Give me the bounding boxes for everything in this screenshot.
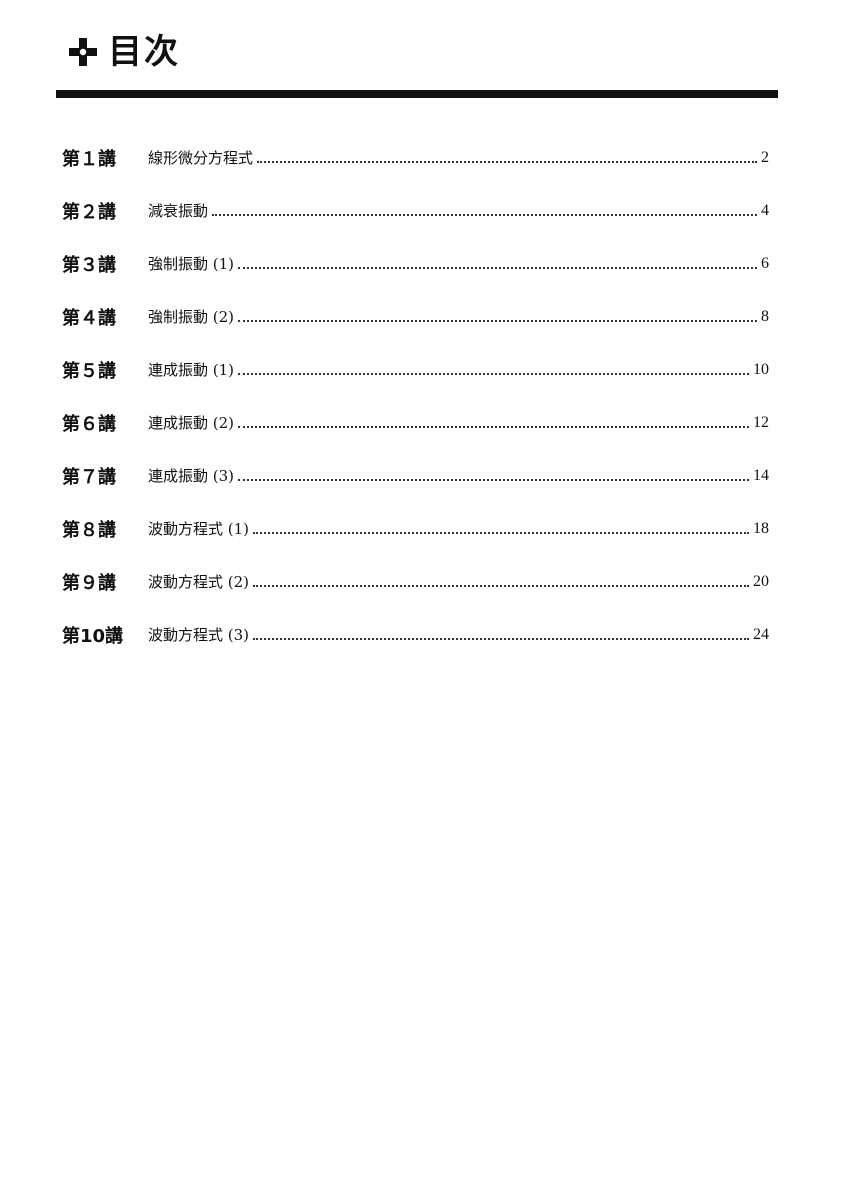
toc-entry[interactable]: 第８講 波動方程式 (1) 18	[62, 502, 769, 555]
lecture-number: 第８講	[62, 519, 116, 541]
dot-leader	[257, 160, 757, 163]
lecture-number: 第７講	[62, 466, 116, 488]
dot-leader	[212, 213, 757, 216]
page-number: 2	[761, 148, 769, 166]
chapter-title: 線形微分方程式	[148, 149, 254, 167]
chapter-title: 強制振動 (1)	[148, 255, 235, 273]
lecture-number: 第４講	[62, 307, 116, 329]
chapter-title: 波動方程式 (2)	[148, 573, 250, 591]
lecture-number: 第９講	[62, 572, 116, 594]
toc-entry[interactable]: 第２講 減衰振動 4	[62, 184, 769, 237]
chapter-title: 連成振動 (2)	[148, 414, 235, 432]
chapter-title: 減衰振動	[148, 202, 209, 220]
table-of-contents: 第１講 線形微分方程式 2 第２講 減衰振動 4 第３講 強制振動 (1) 6 …	[62, 131, 769, 661]
toc-entry[interactable]: 第５講 連成振動 (1) 10	[62, 343, 769, 396]
page-number: 24	[753, 625, 769, 643]
page-number: 14	[753, 466, 769, 484]
toc-entry[interactable]: 第９講 波動方程式 (2) 20	[62, 555, 769, 608]
dot-leader	[238, 478, 749, 481]
page-number: 12	[753, 413, 769, 431]
chapter-title: 連成振動 (3)	[148, 467, 235, 485]
dot-leader	[238, 266, 757, 269]
lecture-number: 第２講	[62, 201, 116, 223]
dot-leader	[253, 584, 749, 587]
dot-leader	[253, 531, 749, 534]
page-number: 10	[753, 360, 769, 378]
lecture-number: 第６講	[62, 413, 116, 435]
chapter-title: 波動方程式 (1)	[148, 520, 250, 538]
toc-entry[interactable]: 第４講 強制振動 (2) 8	[62, 290, 769, 343]
chapter-title: 強制振動 (2)	[148, 308, 235, 326]
page-title: 目次	[108, 32, 180, 72]
toc-entry[interactable]: 第７講 連成振動 (3) 14	[62, 449, 769, 502]
dot-leader	[238, 319, 757, 322]
dot-leader	[238, 372, 749, 375]
page-number: 6	[761, 254, 769, 272]
page-number: 20	[753, 572, 769, 590]
title-rule	[56, 90, 778, 98]
toc-entry[interactable]: 第１講 線形微分方程式 2	[62, 131, 769, 184]
lecture-number: 第10講	[62, 625, 124, 647]
chapter-title: 連成振動 (1)	[148, 361, 235, 379]
chapter-title: 波動方程式 (3)	[148, 626, 250, 644]
toc-entry[interactable]: 第６講 連成振動 (2) 12	[62, 396, 769, 449]
page-number: 4	[761, 201, 769, 219]
lecture-number: 第３講	[62, 254, 116, 276]
lecture-number: 第５講	[62, 360, 116, 382]
page-number: 8	[761, 307, 769, 325]
page-number: 18	[753, 519, 769, 537]
toc-entry[interactable]: 第10講 波動方程式 (3) 24	[62, 608, 769, 661]
cross-icon	[68, 37, 98, 67]
dot-leader	[253, 637, 749, 640]
dot-leader	[238, 425, 749, 428]
toc-entry[interactable]: 第３講 強制振動 (1) 6	[62, 237, 769, 290]
lecture-number: 第１講	[62, 148, 116, 170]
page-header: 目次	[68, 26, 180, 78]
